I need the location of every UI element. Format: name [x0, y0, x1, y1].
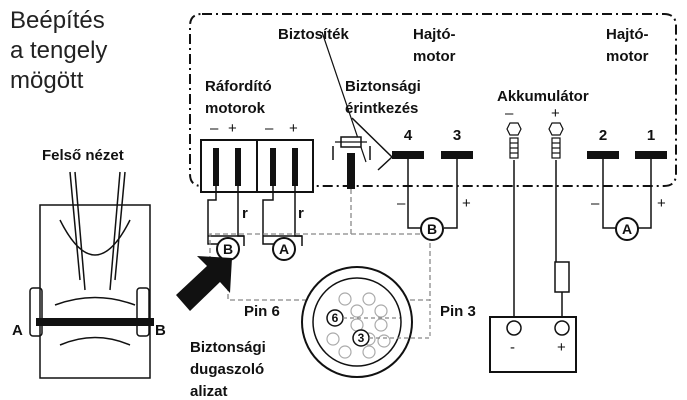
actuator-2-minus: –	[265, 120, 274, 137]
heading-line-1: Beépítés	[10, 7, 105, 34]
battery-terminal-bolts	[506, 122, 564, 159]
terminal-4-bar	[392, 151, 424, 159]
drive-b-plus: +	[462, 195, 471, 212]
drive-a-minus: –	[591, 195, 600, 212]
socket-label-1: Biztonsági	[190, 339, 266, 356]
actuator-wiring	[207, 186, 303, 246]
control-box-outline	[189, 13, 677, 187]
axle-a-label: A	[12, 322, 23, 339]
actuator-1-r-label: r	[242, 205, 248, 222]
axle-b-label: B	[155, 322, 166, 339]
installation-heading: Beépítés a tengely mögött	[10, 6, 107, 96]
fuse-symbol	[321, 31, 371, 163]
terminal-4-label: 4	[404, 127, 413, 144]
actuator-connector-2	[256, 139, 314, 193]
battery-minus-pole	[506, 320, 522, 336]
actuator-label-2: motorok	[205, 100, 266, 117]
drive-motor-right-label-2: motor	[606, 48, 649, 65]
axle-bar	[36, 318, 154, 326]
socket-label-3: alizat	[190, 383, 228, 400]
actuator-1-pin-plus	[235, 148, 241, 186]
battery-label: Akkumulátor	[497, 88, 589, 105]
terminal-3-bar	[441, 151, 473, 159]
terminal-1-label: 1	[647, 127, 655, 144]
battery-plus-pole	[554, 320, 570, 336]
heading-line-3: mögött	[10, 67, 84, 94]
battery-wiring	[513, 160, 563, 325]
socket-arrow	[176, 256, 232, 311]
safety-contact-lead	[377, 156, 393, 171]
actuator-2-pin-minus	[270, 148, 276, 186]
socket-label-2: dugaszoló	[190, 361, 264, 378]
battery-fuse	[554, 261, 570, 293]
drive-a-plus: +	[657, 195, 666, 212]
actuator-2-r-label: r	[298, 205, 304, 222]
safety-contact-leader	[351, 117, 393, 158]
drive-motor-a-wiring	[602, 159, 652, 229]
actuator-a-label: A	[279, 241, 289, 257]
drive-b-minus: –	[397, 195, 406, 212]
actuator-1-pin-minus	[213, 148, 219, 186]
drive-a-label: A	[622, 221, 632, 237]
safety-contact-pin	[347, 153, 355, 189]
connector-pin-6: 6	[332, 311, 339, 325]
pin-3-label: Pin 3	[440, 303, 476, 320]
terminal-3-label: 3	[453, 127, 461, 144]
top-view-label: Felső nézet	[42, 147, 124, 164]
pin-3-lead	[369, 300, 431, 339]
connector-pin-3: 3	[358, 331, 365, 345]
vehicle-top-view	[29, 171, 151, 379]
drive-b-circle	[420, 217, 444, 241]
actuator-2-plus: +	[289, 120, 298, 137]
pin-6-label: Pin 6	[244, 303, 280, 320]
drive-b-label: B	[427, 221, 437, 237]
drive-motor-left-label-1: Hajtó-	[413, 26, 456, 43]
drive-a-circle	[615, 217, 639, 241]
actuator-a-circle	[272, 237, 296, 261]
actuator-b-label: B	[223, 241, 233, 257]
actuator-label-1: Ráfordító	[205, 78, 272, 95]
actuator-connector-1	[200, 139, 258, 193]
safety-contact-label-2: érintkezés	[345, 100, 418, 117]
drive-motor-left-label-2: motor	[413, 48, 456, 65]
actuator-2-pin-plus	[292, 148, 298, 186]
connector-socket	[301, 266, 413, 378]
drive-motor-right-label-1: Hajtó-	[606, 26, 649, 43]
actuator-1-plus: +	[228, 120, 237, 137]
terminal-1-bar	[635, 151, 667, 159]
fuse-label: Biztosíték	[278, 26, 350, 43]
battery-minus-sign: -	[510, 339, 515, 356]
battery-plus-sign: +	[557, 339, 566, 356]
safety-contact-label-1: Biztonsági	[345, 78, 421, 95]
terminal-2-bar	[587, 151, 619, 159]
actuator-1-minus: –	[210, 120, 219, 137]
drive-motor-b-wiring	[407, 159, 458, 229]
heading-line-2: a tengely	[10, 37, 108, 64]
battery-terminal-minus: –	[505, 105, 514, 122]
battery-terminal-plus: +	[551, 105, 560, 122]
terminal-2-label: 2	[599, 127, 607, 144]
